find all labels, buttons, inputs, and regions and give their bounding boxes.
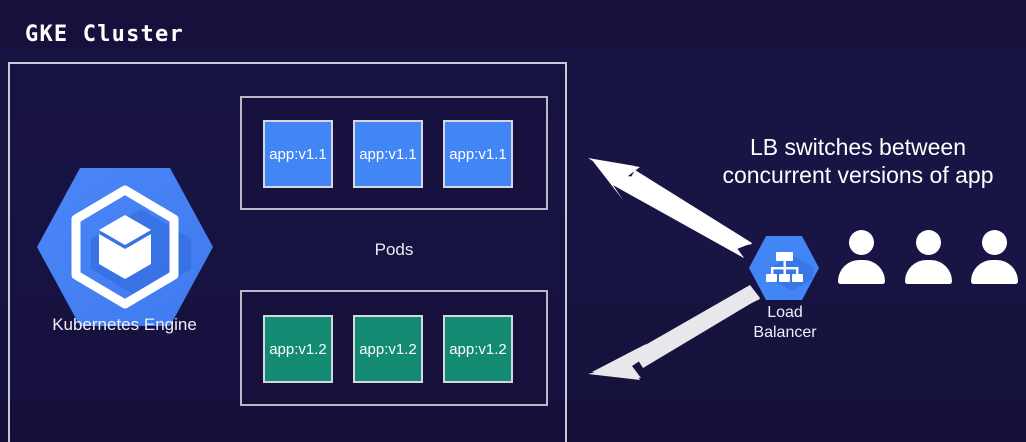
user-icon-body	[904, 260, 952, 284]
user-icon-body	[971, 260, 1019, 284]
pod-v12-1[interactable]: app:v1.2	[263, 315, 333, 383]
pod-v11-2[interactable]: app:v1.1	[353, 120, 423, 188]
user-icon-head	[849, 230, 874, 255]
page-title: GKE Cluster	[25, 22, 184, 47]
pod-group-v12: app:v1.2 app:v1.2 app:v1.2	[240, 290, 548, 406]
user-icon-3	[971, 230, 1019, 288]
load-balancer-label-line2: Balancer	[753, 324, 817, 342]
callout-text: LB switches between concurrent versions …	[690, 133, 1026, 189]
load-balancer-label-line1: Load	[767, 304, 803, 321]
load-balancer-icon-svg	[749, 236, 819, 300]
callout-line2: concurrent versions of app	[722, 162, 994, 189]
kubernetes-engine-icon[interactable]	[35, 157, 215, 337]
user-group	[838, 230, 1019, 290]
pod-row-v11: app:v1.1 app:v1.1 app:v1.1	[263, 120, 513, 188]
pod-v11-3[interactable]: app:v1.1	[443, 120, 513, 188]
pods-label: Pods	[374, 240, 414, 259]
kubernetes-engine-icon-svg	[37, 168, 213, 326]
callout-line1: LB switches between	[749, 134, 967, 160]
pod-v11-1[interactable]: app:v1.1	[263, 120, 333, 188]
pod-group-v11: app:v1.1 app:v1.1 app:v1.1	[240, 96, 548, 210]
user-icon-body	[838, 260, 885, 284]
load-balancer-label: Load Balancer	[735, 303, 835, 344]
pod-v12-3[interactable]: app:v1.2	[443, 315, 513, 383]
pod-row-v12: app:v1.2 app:v1.2 app:v1.2	[263, 315, 513, 383]
pod-v12-2[interactable]: app:v1.2	[353, 315, 423, 383]
user-icon-head	[915, 230, 941, 255]
user-icon-2	[904, 230, 952, 288]
gke-cluster-boundary: app:v1.1 app:v1.1 app:v1.1 Pods app:v1.2…	[8, 62, 567, 442]
user-icon-head	[982, 230, 1008, 255]
user-icon-1	[838, 230, 885, 288]
kubernetes-engine-label: Kubernetes Engine	[52, 315, 197, 334]
load-balancer-icon[interactable]	[748, 232, 820, 304]
